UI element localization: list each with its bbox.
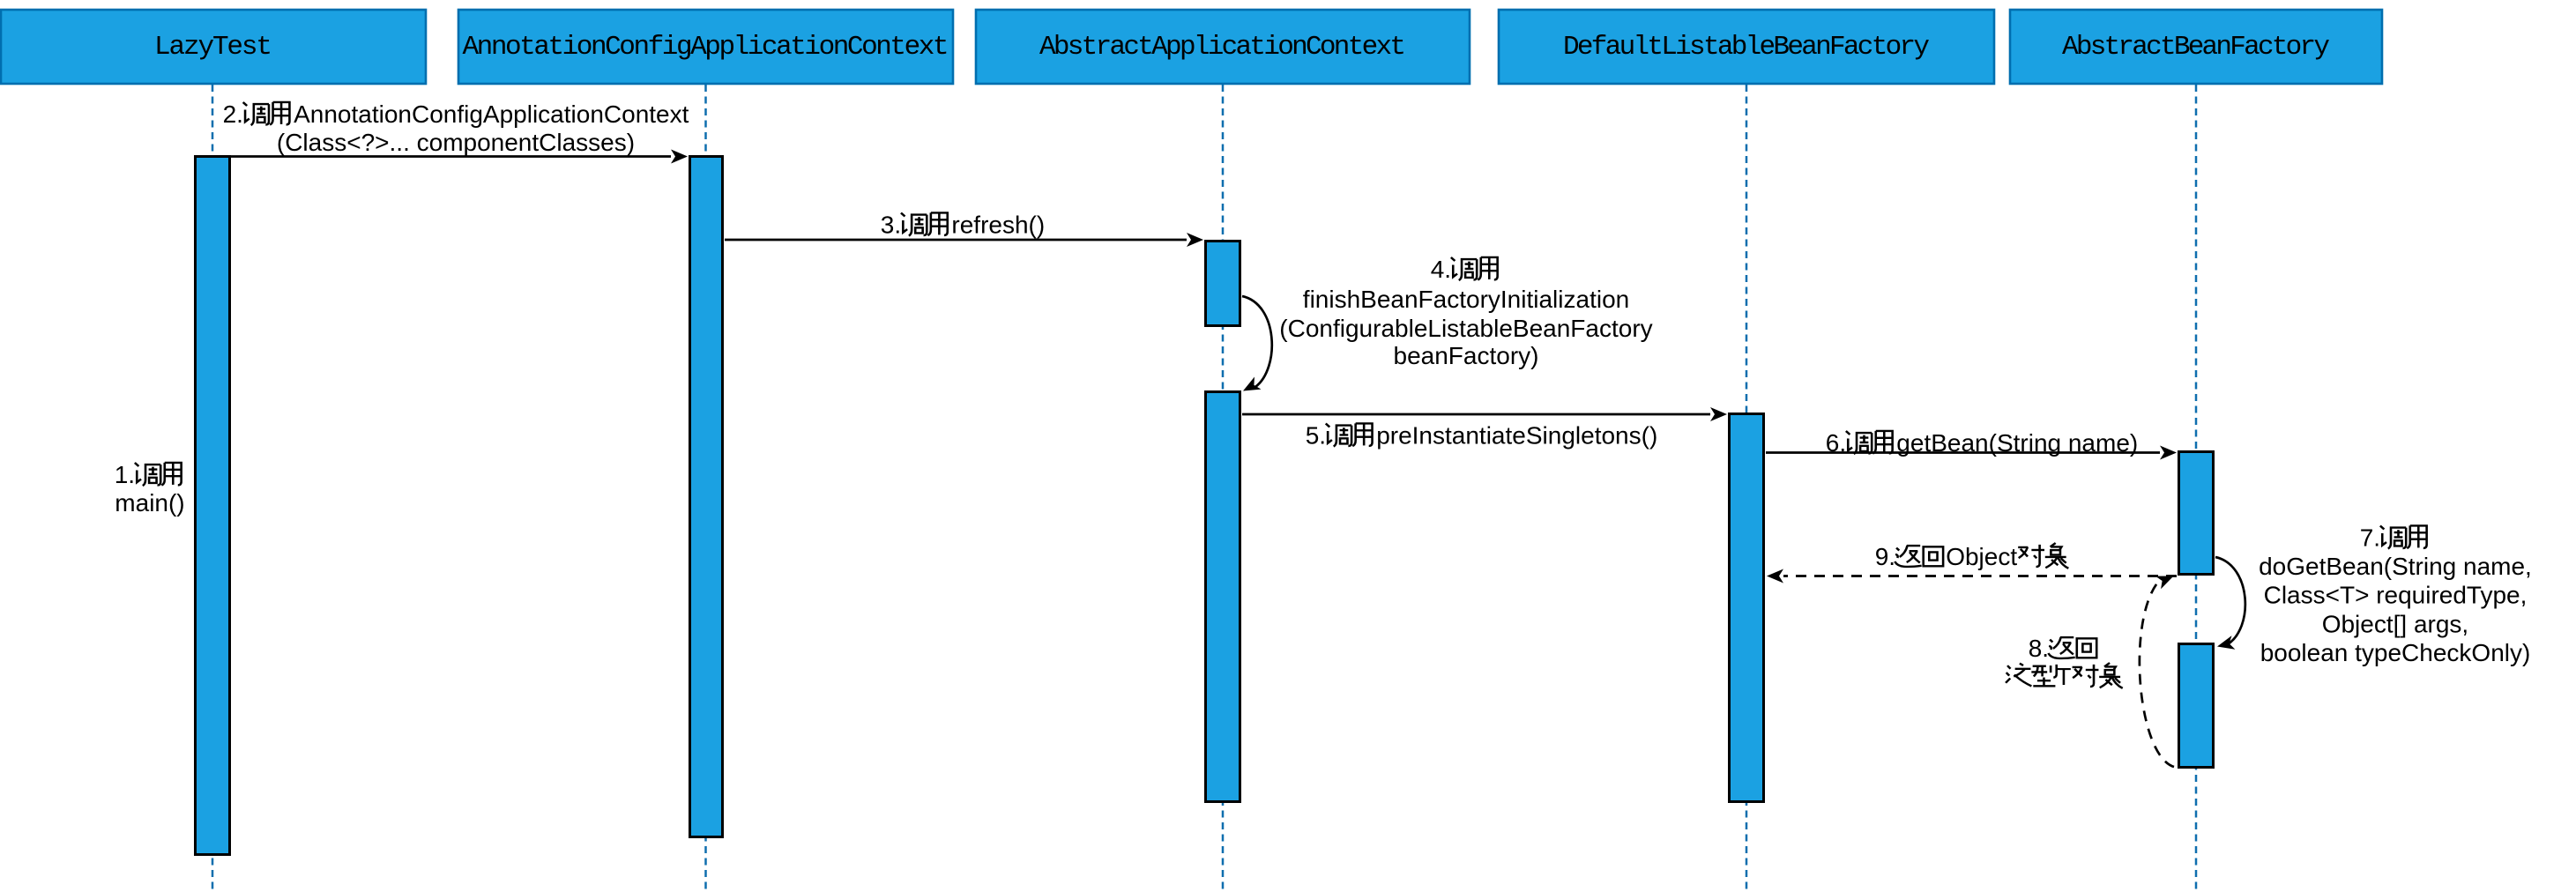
svg-text:(ConfigurableListableBeanFacto: (ConfigurableListableBeanFactory — [1279, 315, 1652, 342]
svg-text:AbstractBeanFactory: AbstractBeanFactory — [2062, 32, 2330, 63]
svg-text:2.: 2. — [223, 100, 243, 128]
svg-text:AbstractApplicationContext: AbstractApplicationContext — [1039, 32, 1406, 63]
svg-text:8.: 8. — [2029, 635, 2049, 662]
svg-text:Class<T> requiredType,: Class<T> requiredType, — [2264, 582, 2528, 609]
svg-text:refresh(): refresh() — [951, 212, 1045, 239]
svg-text:9.: 9. — [1875, 543, 1895, 570]
svg-text:beanFactory): beanFactory) — [1394, 342, 1539, 369]
svg-text:7.: 7. — [2360, 524, 2380, 552]
svg-text:1.: 1. — [115, 461, 135, 488]
svg-text:getBean(String name): getBean(String name) — [1896, 429, 2138, 457]
svg-text:Object: Object — [1946, 543, 2017, 570]
svg-text:T: T — [2056, 663, 2071, 690]
svg-text:AnnotationConfigApplicationCon: AnnotationConfigApplicationContext — [294, 100, 689, 128]
svg-text:(Class<?>... componentClasses): (Class<?>... componentClasses) — [277, 129, 635, 156]
svg-text:main(): main() — [115, 489, 184, 517]
svg-text:doGetBean(String name,: doGetBean(String name, — [2259, 553, 2532, 580]
svg-text:DefaultListableBeanFactory: DefaultListableBeanFactory — [1563, 32, 1930, 63]
svg-text:preInstantiateSingletons(): preInstantiateSingletons() — [1376, 422, 1657, 450]
svg-text:3.: 3. — [881, 212, 901, 239]
svg-text:6.: 6. — [1826, 429, 1846, 457]
svg-text:LazyTest: LazyTest — [154, 32, 272, 63]
svg-text:AnnotationConfigApplicationCon: AnnotationConfigApplicationContext — [463, 32, 949, 63]
svg-text:5.: 5. — [1306, 422, 1326, 450]
svg-text:4.: 4. — [1431, 256, 1451, 283]
svg-text:finishBeanFactoryInitializatio: finishBeanFactoryInitialization — [1303, 286, 1629, 313]
svg-text:boolean typeCheckOnly): boolean typeCheckOnly) — [2260, 639, 2531, 666]
svg-text:Object[] args,: Object[] args, — [2322, 610, 2469, 637]
